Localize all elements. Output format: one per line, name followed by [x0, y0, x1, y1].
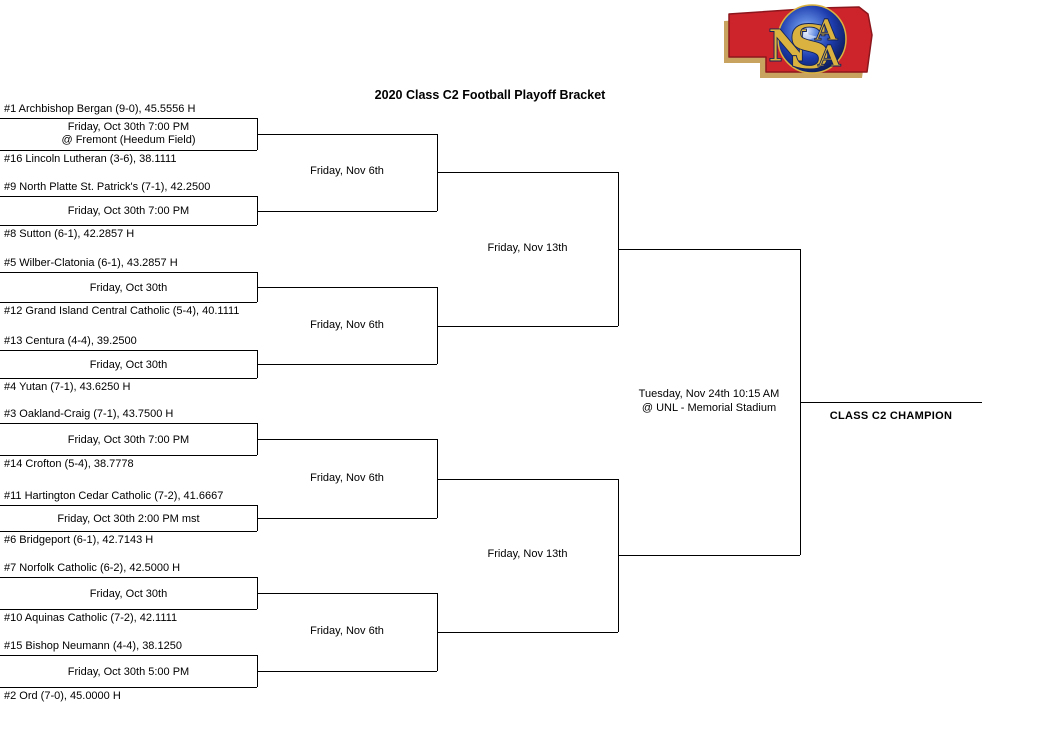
r1-game-8-bottom-line [0, 687, 257, 688]
r1-game-3-top-line [0, 272, 257, 273]
r1-game-3-date: Friday, Oct 30th [89, 281, 168, 294]
r1-game-4-date: Friday, Oct 30th [89, 358, 168, 371]
r1-game-6-date-box: Friday, Oct 30th 2:00 PM mst [0, 513, 257, 526]
r1-game-1-date: Friday, Oct 30th 7:00 PM [67, 121, 190, 133]
r1-game-7-date: Friday, Oct 30th [89, 587, 168, 600]
champion-label: CLASS C2 CHAMPION [829, 410, 953, 422]
r1-game-5-bottom-line [0, 455, 257, 456]
r3-game-1-winner-line [618, 248, 800, 250]
nsaa-logo: N S A A [724, 4, 873, 80]
champion-line [800, 402, 982, 404]
r1-game-5-winner-line [257, 439, 437, 440]
r1-game-6-bottom-team: #6 Bridgeport (6-1), 42.7143 H [4, 534, 154, 546]
r1-game-8-date: Friday, Oct 30th 5:00 PM [67, 665, 190, 678]
r1-game-4-top-team: #13 Centura (4-4), 39.2500 [4, 335, 137, 347]
r2-game-3-winner-line [437, 478, 618, 480]
r1-game-4-bottom-line [0, 378, 257, 379]
globe-starburst [794, 25, 818, 49]
r1-game-2-top-team: #9 North Platte St. Patrick's (7-1), 42.… [4, 181, 211, 193]
r1-game-3-bottom-line [0, 302, 257, 303]
r1-game-7-date-box: Friday, Oct 30th [0, 588, 257, 601]
r1-game-1-bottom-team: #16 Lincoln Lutheran (3-6), 38.1111 [4, 153, 177, 165]
r1-game-4-top-line [0, 350, 257, 351]
r3-game-1-date: Friday, Nov 13th [487, 241, 568, 254]
r1-game-5-bottom-team: #14 Crofton (5-4), 38.7778 [4, 458, 134, 470]
final-game-date-box: Tuesday, Nov 24th 10:15 AM @ UNL - Memor… [618, 387, 800, 415]
r1-game-7-bottom-line [0, 609, 257, 610]
r1-game-8-bottom-team: #2 Ord (7-0), 45.0000 H [4, 690, 121, 702]
r1-game-6-top-line [0, 505, 257, 506]
r3-game-2-date: Friday, Nov 13th [487, 548, 568, 561]
logo-letter-s: S [788, 13, 831, 80]
r1-game-8-top-team: #15 Bishop Neumann (4-4), 38.1250 [4, 640, 182, 652]
nsaa-letters: N S A A [768, 13, 842, 80]
globe-icon [777, 4, 847, 74]
r1-game-8-top-line [0, 655, 257, 656]
r1-game-2-winner-line [257, 210, 437, 212]
r2-game-4-winner-line [437, 632, 618, 633]
r1-game-4-date-box: Friday, Oct 30th [0, 359, 257, 372]
r2-game-1-winner-line [437, 172, 618, 174]
r3-game-2-winner-line [618, 555, 800, 557]
r2-game-3-date: Friday, Nov 6th [310, 471, 384, 484]
r1-game-7-bottom-team: #10 Aquinas Catholic (7-2), 42.1111 [4, 612, 178, 624]
logo-letter-n: N [768, 21, 808, 72]
r1-game-1-winner-line [257, 134, 437, 135]
r2-game-4-date: Friday, Nov 6th [310, 625, 384, 637]
r2-game-2-date: Friday, Nov 6th [310, 318, 384, 331]
r1-game-8-winner-line [257, 671, 437, 672]
r1-game-2-top-line [0, 196, 257, 197]
r1-game-3-winner-line [257, 287, 437, 288]
r1-game-3-top-team: #5 Wilber-Clatonia (6-1), 43.2857 H [4, 257, 178, 269]
r1-game-5-date: Friday, Oct 30th 7:00 PM [67, 433, 190, 446]
r1-game-6-winner-line [257, 518, 437, 519]
r1-game-4-bottom-team: #4 Yutan (7-1), 43.6250 H [4, 381, 131, 393]
r1-game-6-top-team: #11 Hartington Cedar Catholic (7-2), 41.… [4, 490, 224, 502]
r2-game-1-date: Friday, Nov 6th [310, 165, 384, 178]
r1-game-3-date-box: Friday, Oct 30th [0, 282, 257, 295]
r1-game-3-bottom-team: #12 Grand Island Central Catholic (5-4),… [4, 305, 240, 317]
r1-game-1-top-line [0, 118, 257, 119]
r1-game-8-date-box: Friday, Oct 30th 5:00 PM [0, 666, 257, 679]
r1-game-7-top-line [0, 577, 257, 578]
final-game-venue: @ UNL - Memorial Stadium [641, 402, 777, 414]
r1-game-2-date: Friday, Oct 30th 7:00 PM [67, 205, 190, 217]
r1-game-7-winner-line [257, 593, 437, 594]
r1-game-2-bottom-line [0, 225, 257, 226]
r1-game-5-top-team: #3 Oakland-Craig (7-1), 43.7500 H [4, 408, 174, 420]
r1-game-7-top-team: #7 Norfolk Catholic (6-2), 42.5000 H [4, 562, 181, 574]
logo-letter-a1: A [814, 13, 838, 47]
r1-game-5-date-box: Friday, Oct 30th 7:00 PM [0, 434, 257, 447]
page-title: 2020 Class C2 Football Playoff Bracket [374, 88, 606, 102]
r1-game-6-date: Friday, Oct 30th 2:00 PM mst [57, 512, 200, 525]
r1-game-1-top-team: #1 Archbishop Bergan (9-0), 45.5556 H [4, 103, 196, 115]
logo-letter-a2: A [817, 39, 841, 73]
r2-game-2-winner-line [437, 325, 618, 327]
r1-game-1-venue: @ Fremont (Heedum Field) [61, 134, 196, 146]
r1-game-2-bottom-team: #8 Sutton (6-1), 42.2857 H [4, 228, 135, 240]
r1-game-2-date-box: Friday, Oct 30th 7:00 PM [0, 205, 257, 218]
r1-game-1-date-box: Friday, Oct 30th 7:00 PM@ Fremont (Heedu… [0, 121, 257, 147]
r1-game-5-top-line [0, 423, 257, 424]
r1-game-6-bottom-line [0, 531, 257, 532]
final-game-date: Tuesday, Nov 24th 10:15 AM [638, 388, 780, 400]
r1-game-1-bottom-line [0, 150, 257, 151]
r1-game-4-winner-line [257, 364, 437, 365]
